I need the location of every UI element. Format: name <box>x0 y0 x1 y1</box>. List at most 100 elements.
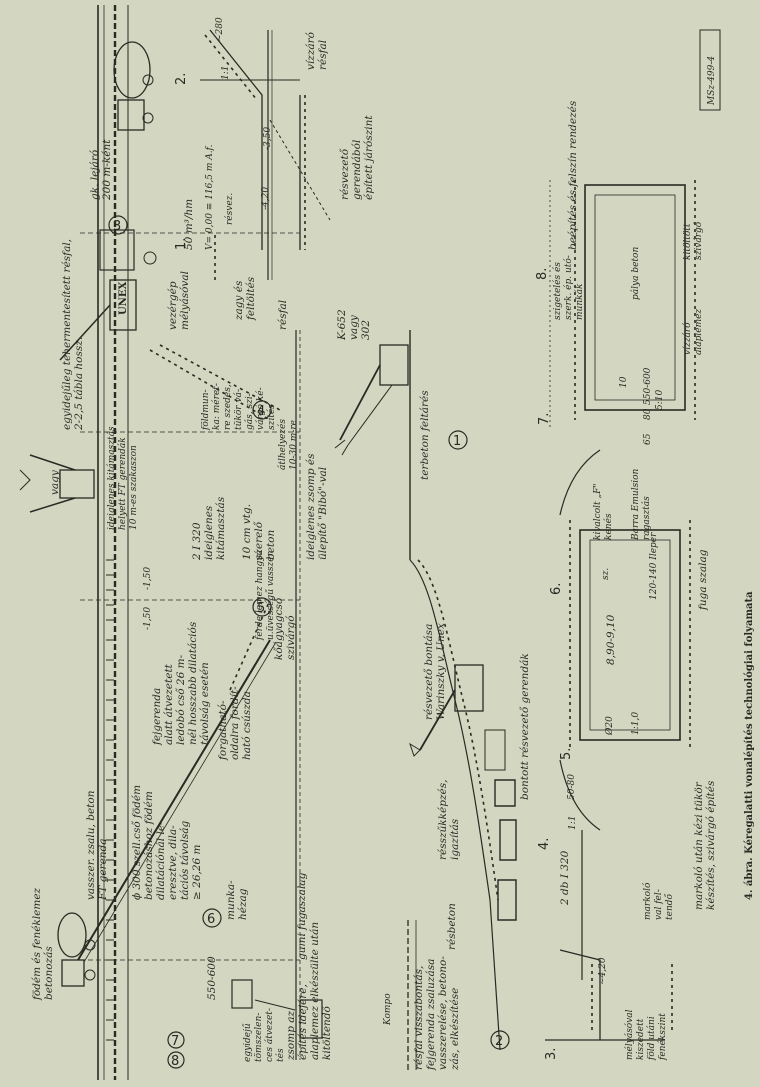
lbl-szivargo-b: szivárgó <box>693 221 704 260</box>
lbl-vizzaro-b: vízzáró <box>682 322 693 355</box>
step-circle-2: 2 <box>490 1030 510 1050</box>
figure-code: MSz-499-4 <box>707 56 717 106</box>
lbl-unex: UNEX <box>118 282 129 315</box>
dim-80: 80 <box>643 408 653 420</box>
lbl-2i320: 2 I 320 <box>191 522 203 561</box>
step-circle-4: 4 <box>252 400 272 420</box>
lbl-terbeton: terbeton feltárés <box>419 390 431 480</box>
lbl-tomszel-1: egyidejű <box>242 1023 253 1062</box>
lbl-fuga-szalag: fuga szalag <box>697 549 709 611</box>
lbl-ft-gerenda: FT gerenda <box>97 838 109 901</box>
lbl-ferde-lemez-1: ferde lemez hangyú <box>254 550 265 641</box>
unex-machine-icon <box>59 229 157 361</box>
lbl-fejgerenda-4: nél hosszabb dilatációs <box>187 621 199 745</box>
svg-text:4: 4 <box>257 404 265 419</box>
lbl-jaroszint: épített járószint <box>363 115 375 200</box>
step-circle-6: 6 <box>202 908 222 928</box>
excavator-unex-icon <box>409 664 506 771</box>
dim-890-910: 8,90-9,10 <box>605 614 617 665</box>
svg-text:1: 1 <box>453 434 461 449</box>
dim-550-600-b: 550-600 <box>643 367 653 405</box>
lbl-markolo-1: markoló <box>642 882 653 920</box>
dim-10: 10 <box>619 376 629 388</box>
lbl-athelyezes-1: átlhelyezés <box>277 419 288 470</box>
dim-350: -3,50 <box>263 127 273 150</box>
lbl-ileper: 120-140 Ileper <box>649 532 659 600</box>
lbl-csuszda-2: oldalra fordít- <box>229 686 241 760</box>
lbl-foldmunka-2: ka: méret- <box>211 383 222 430</box>
lbl-foldmunka-1: földmun- <box>201 389 211 431</box>
step-circle-1: 1 <box>448 430 468 450</box>
lbl-visszabontas-2: fejgerenda zsaluzása <box>425 959 437 1071</box>
lbl-50m3hm: 50 m³/hm <box>183 199 195 250</box>
stage-6: 6. <box>549 583 564 595</box>
dim-65: 65 <box>643 433 653 445</box>
svg-text:7: 7 <box>171 1034 179 1049</box>
stage-2: 2. <box>174 73 189 85</box>
lbl-beepites: beépítés és felszín rendezés <box>567 100 579 250</box>
dim-420: -4,20 <box>261 187 271 210</box>
svg-text:3: 3 <box>113 219 121 234</box>
lbl-fejgerenda-1: fejgerenda <box>151 688 163 746</box>
cross-sections: 3. 4. 5. 6. 7. 8. mélyásóval kiszedett f… <box>535 100 717 1061</box>
lbl-markolo-3: tendő <box>664 893 675 920</box>
lbl-szigeteles-3: munkák <box>574 284 585 320</box>
lbl-vezergep: vezérgép <box>167 281 179 330</box>
slope-1-1-b: 1:1 <box>568 816 578 830</box>
pile-ticks <box>106 559 114 1041</box>
lbl-melyasoval-2: mélyásóval <box>624 1009 635 1060</box>
figure-code-box: MSz-499-4 <box>699 29 721 111</box>
rebar-stack <box>494 779 517 921</box>
lbl-feltoltes: feltöltés <box>245 276 257 321</box>
lbl-ideigl-kit-3: 10 m-es szakaszon <box>129 445 139 530</box>
step-circle-8: 8 <box>167 1051 185 1069</box>
dim-550-600-top: 550-600 <box>206 956 218 1000</box>
lbl-resfal-vizzaro: résfal <box>317 40 329 70</box>
lbl-szigeteles-1: szigetelés és <box>552 262 563 320</box>
stage-3: 3. <box>544 1048 559 1060</box>
lbl-zsomp-1: ideiglenes zsomp és <box>305 453 317 560</box>
lbl-tehermentesitett: egyidejűleg tehermentesített résfal, <box>60 239 73 430</box>
lbl-ideiglenes: ideiglenes <box>203 505 215 560</box>
lbl-kezi-tukor-2: készítés, szivárgó építés <box>705 780 717 910</box>
dim-o20: Ø20 <box>604 716 615 736</box>
lbl-fodem: födém és fenéklemez <box>31 887 43 1001</box>
lbl-palya-beton: pálya beton <box>630 247 641 300</box>
lbl-gk-lejaro: gk. lejáró <box>89 150 101 200</box>
lbl-fenekszint: fenékszint <box>657 1013 668 1061</box>
lbl-kezi-tukor-1: markoló után kézi tükör <box>693 781 705 910</box>
lbl-ferde-lemez-2: u.üvességű vasszer. <box>265 550 276 640</box>
lbl-fejgerenda-2: alatt átvezetett <box>163 663 175 745</box>
lbl-szivargo: szivárgó <box>285 615 297 660</box>
lbl-foldmunka-3: re szedés, <box>222 384 233 430</box>
lbl-302: 302 <box>360 320 372 340</box>
stage-5: 5. <box>559 748 574 760</box>
lbl-resvez: résvez. <box>224 193 235 225</box>
lbl-vagy-crane: vagy <box>348 314 360 340</box>
slope-1-1-top: 1:1 <box>221 66 231 80</box>
lbl-kompo: Kompo <box>383 993 393 1026</box>
stage-7: 7. <box>537 413 552 425</box>
lbl-melyasoval: mélyásóval <box>179 271 191 330</box>
lbl-ragasztas: ragasztás <box>641 496 652 540</box>
lbl-zsomp-epites-3: alaplemez elkészülte után <box>309 922 321 1060</box>
lbl-zsomp-epites-2: építés idejére, <box>297 984 309 1060</box>
lbl-zsomp-2: ülepítő "Bibó"-val <box>316 467 329 560</box>
lbl-vagy-top: vagy <box>49 469 61 495</box>
lbl-tomszel-4: tés <box>275 1048 286 1062</box>
lbl-kenes: kenés <box>603 513 614 540</box>
lbl-foldmunka-7: szítés <box>266 404 277 430</box>
lbl-munkahezag-1: munka- <box>225 880 237 920</box>
crane-icon <box>19 454 95 513</box>
lbl-szerelo-2: szerelő <box>252 521 265 560</box>
lbl-kivalcolt: kivalcolt „F" <box>593 483 603 540</box>
dim-50-80: 50-80 <box>567 774 577 800</box>
lbl-warinszky: Warinszky v. Unex <box>435 623 447 720</box>
lbl-fold-utani: föld utáni <box>646 1016 657 1061</box>
lbl-zsomp-epites-1: zsomp az <box>285 1010 297 1061</box>
dim-280: ~280 <box>215 17 225 42</box>
step-circle-3: 3 <box>108 215 128 235</box>
lbl-fejgerenda-3: ledobó cső 26 m- <box>174 654 187 745</box>
